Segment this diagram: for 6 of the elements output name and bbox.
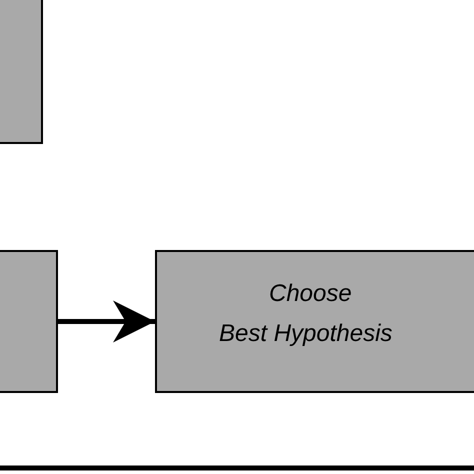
empty-box <box>0 250 58 393</box>
arrow <box>58 300 155 342</box>
empty-box <box>0 0 43 144</box>
box-label: Choose <box>269 280 352 308</box>
box-label: Best Hypothesis <box>219 320 392 348</box>
process-box <box>155 250 474 393</box>
